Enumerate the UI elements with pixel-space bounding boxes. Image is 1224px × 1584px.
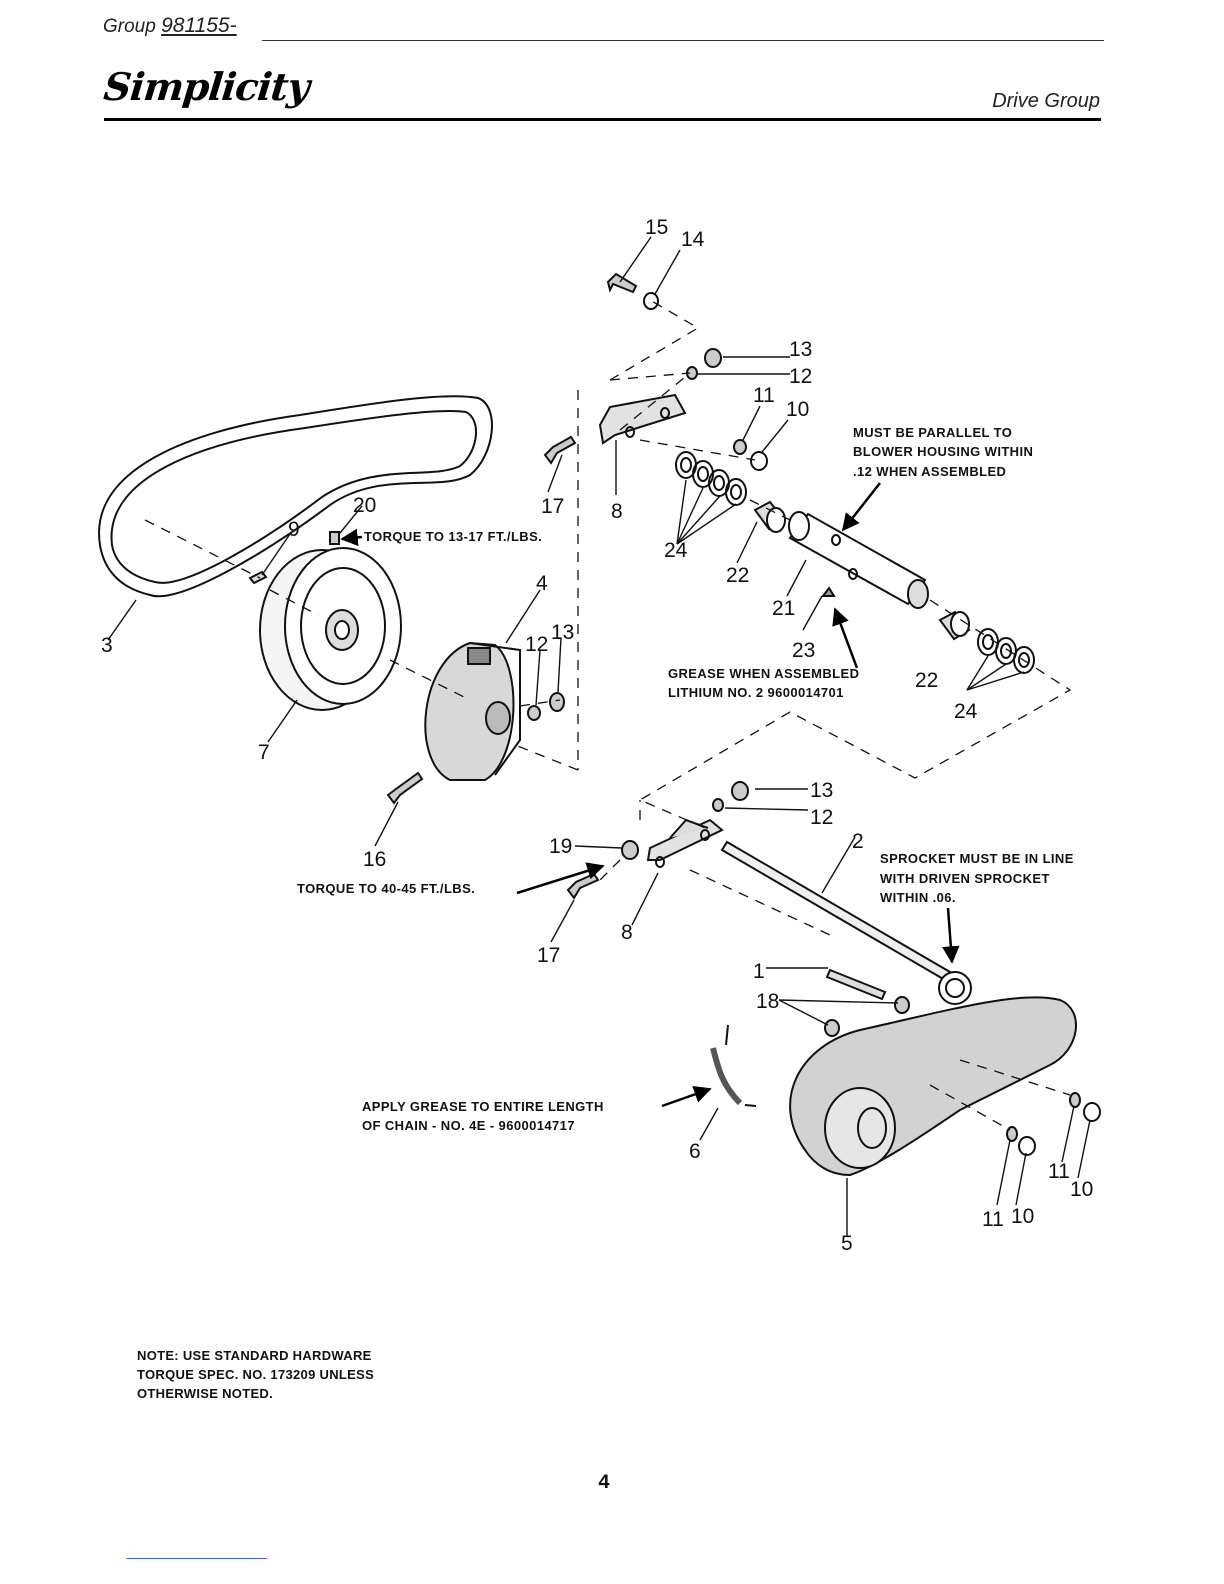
callout-sprocket-line2: WITH DRIVEN SPROCKET (880, 871, 1050, 886)
nut-part-13-top (704, 348, 722, 368)
callout-arrows (340, 482, 960, 1108)
part-number-22-bottom: 22 (915, 669, 938, 692)
part-number-21: 21 (772, 597, 795, 620)
part-number-23: 23 (792, 639, 815, 662)
assembly-lines (144, 299, 1072, 1131)
bushing-part-22-bottom (938, 610, 971, 641)
part-number-22-top: 22 (726, 564, 749, 587)
footer-rule (126, 1558, 267, 1559)
part-number-10-lower: 10 (1011, 1205, 1034, 1228)
washers-part-24-bottom (977, 628, 1035, 674)
part-number-17-top: 17 (541, 495, 564, 518)
callout-parallel-line2: BLOWER HOUSING WITHIN (853, 444, 1033, 459)
bracket-part-8-top (598, 393, 687, 445)
hardware-note: NOTE: USE STANDARD HARDWARE TORQUE SPEC.… (137, 1346, 374, 1403)
callout-torque-13-17: TORQUE TO 13-17 FT./LBS. (364, 529, 542, 544)
callout-chain-line2: OF CHAIN - NO. 4E - 9600014717 (362, 1118, 575, 1133)
bolt-part-1 (825, 968, 887, 1001)
part-number-7: 7 (258, 741, 270, 764)
bolt-part-20 (329, 531, 340, 545)
bolt-part-17-lower (566, 872, 600, 900)
callout-grease-line1: GREASE WHEN ASSEMBLED (668, 666, 859, 681)
nut-part-12-left (527, 705, 541, 721)
part-number-10-right: 10 (1070, 1178, 1093, 1201)
part-number-17-lower: 17 (537, 944, 560, 967)
washer-part-14 (643, 292, 659, 310)
grease-fitting-part-23 (821, 586, 836, 597)
part-number-13-mid: 13 (551, 621, 574, 644)
callout-chain-line1: APPLY GREASE TO ENTIRE LENGTH (362, 1099, 604, 1114)
part-number-14: 14 (681, 228, 705, 251)
chain-part-6 (710, 1024, 757, 1107)
header-rule (104, 118, 1101, 121)
part-number-6: 6 (689, 1140, 701, 1163)
washers-part-24-top (675, 451, 747, 506)
guard-part-4 (424, 641, 521, 781)
nut-part-12-lower (712, 798, 724, 812)
page-number: 4 (598, 1472, 611, 1495)
part-number-16: 16 (363, 848, 386, 871)
part-number-12-top: 12 (789, 365, 812, 388)
part-number-5: 5 (841, 1232, 853, 1255)
part-number-24-top: 24 (664, 539, 688, 562)
part-number-3: 3 (101, 634, 113, 657)
bolt-part-17-top (543, 435, 577, 465)
pulley-part-7 (259, 547, 402, 711)
sprocket (938, 971, 972, 1005)
part-number-20: 20 (353, 494, 376, 517)
part-number-2: 2 (852, 830, 864, 853)
header-top-rule (262, 40, 1104, 41)
bolt-part-16 (386, 771, 424, 805)
part-number-11-right: 11 (1048, 1160, 1070, 1183)
group-number: 981155- (161, 14, 237, 37)
part-number-13-top: 13 (789, 338, 812, 361)
part-number-13-lower: 13 (810, 779, 833, 802)
part-number-11-lower: 11 (982, 1208, 1004, 1231)
part-number-1: 1 (753, 960, 765, 983)
part-number-4: 4 (536, 572, 548, 595)
note-line-1: NOTE: USE STANDARD HARDWARE (137, 1348, 372, 1363)
callout-sprocket-line3: WITHIN .06. (880, 890, 956, 905)
nut-part-10-right (1083, 1102, 1101, 1122)
belt-part-3 (98, 395, 493, 598)
nut-part-10-top (750, 451, 768, 471)
bushing-part-22-top (753, 500, 786, 533)
bracket-part-8-lower (646, 818, 724, 868)
nut-part-18a (894, 996, 910, 1014)
part-number-8-top: 8 (611, 500, 623, 523)
nut-part-10-lower (1018, 1136, 1036, 1156)
nut-part-11-top (733, 439, 747, 455)
part-number-10-top: 10 (786, 398, 809, 421)
note-line-2: TORQUE SPEC. NO. 173209 UNLESS (137, 1367, 375, 1382)
callout-sprocket-line1: SPROCKET MUST BE IN LINE (880, 851, 1074, 866)
section-title: Drive Group (992, 90, 1100, 112)
leader-lines (107, 236, 1091, 1236)
part-number-12-lower: 12 (810, 806, 833, 829)
group-label: Group 981155- (103, 14, 237, 38)
note-line-3: OTHERWISE NOTED. (137, 1386, 274, 1401)
callout-parallel-line1: MUST BE PARALLEL TO (853, 425, 1012, 440)
part-number-11-top: 11 (753, 384, 775, 407)
tube-part-21 (788, 511, 929, 609)
part-number-9: 9 (288, 518, 300, 541)
part-number-8-lower: 8 (621, 921, 633, 944)
part-number-15: 15 (645, 216, 668, 239)
nut-part-11-right (1069, 1092, 1081, 1108)
nut-part-18b (824, 1019, 840, 1037)
bolt-part-15 (606, 272, 638, 294)
part-number-18: 18 (756, 990, 779, 1013)
callout-torque-40-45: TORQUE TO 40-45 FT./LBS. (297, 881, 475, 896)
nut-part-19 (621, 840, 639, 860)
part-number-24-bottom: 24 (954, 700, 978, 723)
nut-part-11-lower (1006, 1126, 1018, 1142)
part-number-19: 19 (549, 835, 572, 858)
callout-parallel-line3: .12 WHEN ASSEMBLED (853, 464, 1006, 479)
group-label-text: Group (103, 16, 156, 37)
nut-part-13-lower (731, 781, 749, 801)
part-number-12-mid: 12 (525, 633, 548, 656)
callout-grease-line2: LITHIUM NO. 2 9600014701 (668, 685, 844, 700)
nut-part-13-left (549, 692, 565, 712)
